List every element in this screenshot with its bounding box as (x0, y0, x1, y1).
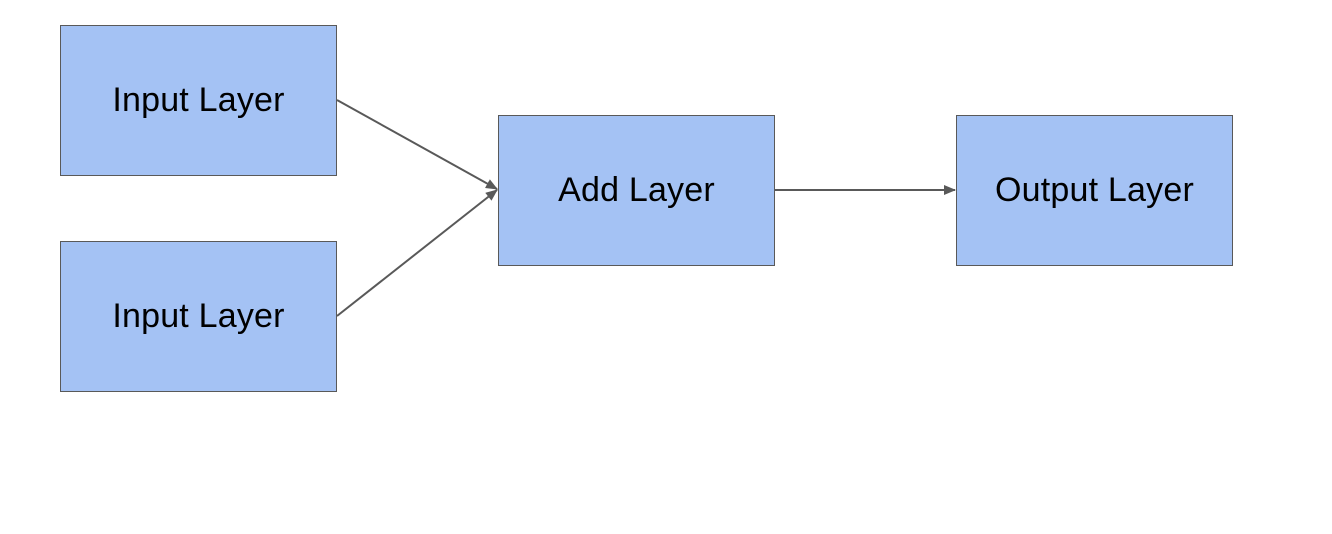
input-layer-node-2: Input Layer (60, 241, 337, 392)
edge-input-1-to-add (336, 99, 498, 190)
edge-input-2-to-add (336, 189, 498, 317)
node-label: Input Layer (112, 81, 285, 119)
add-layer-node: Add Layer (498, 115, 775, 266)
output-layer-node: Output Layer (956, 115, 1233, 266)
input-layer-node-1: Input Layer (60, 25, 337, 176)
node-label: Input Layer (112, 297, 285, 335)
node-label: Add Layer (558, 171, 715, 209)
node-label: Output Layer (995, 171, 1194, 209)
